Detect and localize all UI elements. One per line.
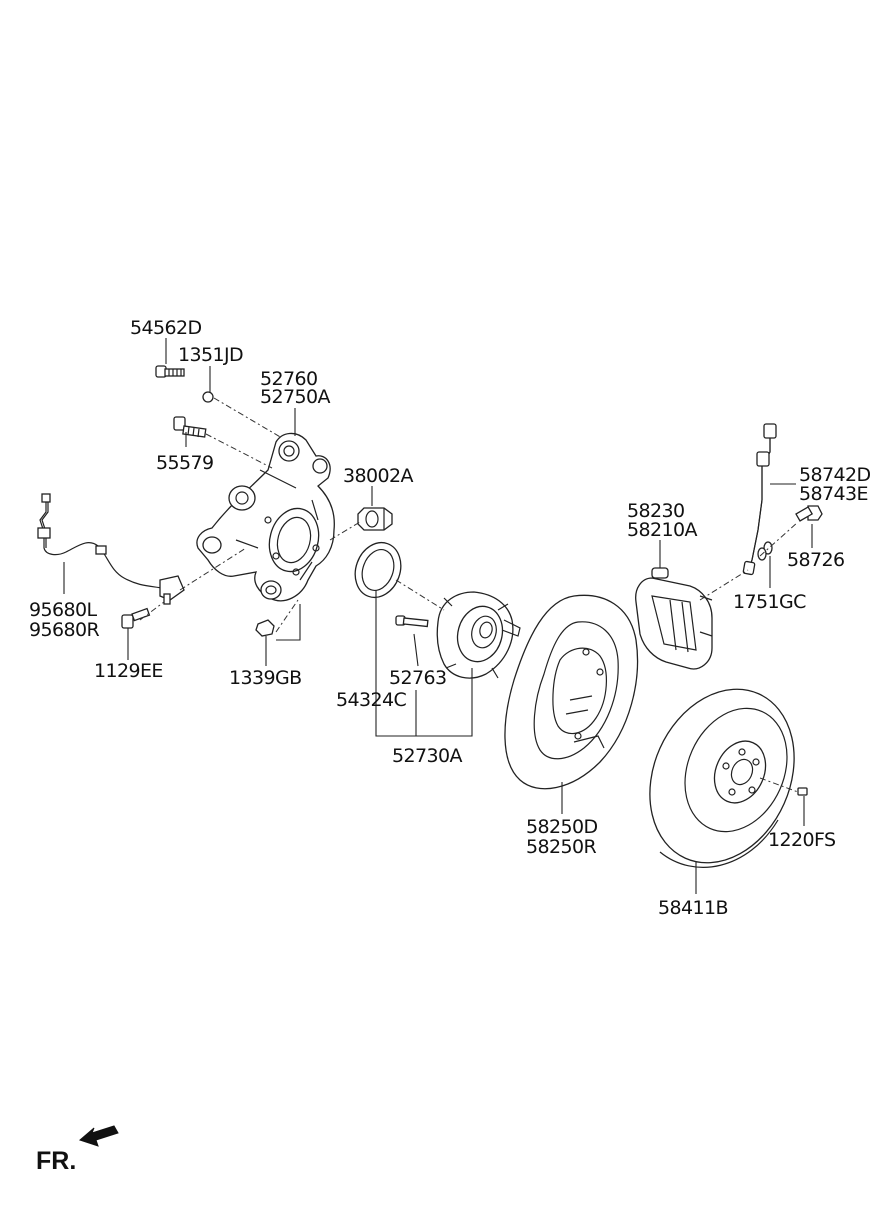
- label-52763[interactable]: 52763: [389, 667, 447, 689]
- bolt-54562d-drawing: [155, 365, 185, 378]
- label-95680l[interactable]: 95680L: [29, 599, 98, 621]
- nut-1339gb-drawing: [255, 619, 275, 637]
- caliper-58210a-drawing: [635, 567, 713, 670]
- bushing-38002a-drawing: [357, 507, 393, 531]
- leader-lines: [63, 338, 813, 894]
- label-58411b[interactable]: 58411B: [658, 897, 728, 919]
- label-1351jd[interactable]: 1351JD: [178, 344, 244, 366]
- screw-1220fs-drawing: [797, 787, 808, 796]
- label-95680r[interactable]: 95680R: [29, 619, 100, 641]
- front-arrow-icon: [79, 1125, 119, 1147]
- label-38002a[interactable]: 38002A: [343, 465, 414, 487]
- front-direction-marker: FR.: [36, 1125, 119, 1175]
- bolt-1129ee-drawing: [121, 607, 151, 629]
- backing-plate-58250d-drawing: [504, 594, 639, 790]
- label-58250d[interactable]: 58250D: [526, 816, 598, 838]
- bolt-55579-drawing: [173, 416, 207, 438]
- label-58726[interactable]: 58726: [787, 549, 845, 571]
- bolt-58726-drawing: [795, 505, 823, 522]
- label-1129ee[interactable]: 1129EE: [94, 660, 163, 682]
- brake-hose-58742d-drawing: [742, 423, 777, 576]
- part-number-labels: 54562D 1351JD 52760 52750A 55579 38002A …: [29, 317, 871, 919]
- label-1751gc[interactable]: 1751GC: [733, 591, 807, 613]
- label-54324c[interactable]: 54324C: [336, 689, 407, 711]
- front-label: FR.: [36, 1147, 76, 1175]
- hub-bolt-52763-drawing: [395, 615, 429, 628]
- label-58230[interactable]: 58230: [627, 500, 685, 522]
- knuckle-52750a-drawing: [196, 432, 335, 602]
- label-58743e[interactable]: 58743E: [799, 483, 868, 505]
- label-52760[interactable]: 52760: [260, 368, 318, 390]
- assembly-dashed-lines: [139, 397, 799, 793]
- washer-1351jd-drawing: [202, 391, 214, 403]
- brake-disc-58411b-drawing: [649, 688, 795, 868]
- label-55579[interactable]: 55579: [156, 452, 214, 474]
- label-54562d[interactable]: 54562D: [130, 317, 202, 339]
- label-1220fs[interactable]: 1220FS: [768, 829, 836, 851]
- label-52730a[interactable]: 52730A: [392, 745, 463, 767]
- label-58250r[interactable]: 58250R: [526, 836, 597, 858]
- hub-assembly-52730a-drawing: [436, 591, 521, 679]
- label-58210a[interactable]: 58210A: [627, 519, 698, 541]
- label-52750a[interactable]: 52750A: [260, 386, 331, 408]
- wheel-speed-sensor-95680l-drawing: [37, 493, 185, 605]
- label-1339gb[interactable]: 1339GB: [229, 667, 302, 689]
- label-58742d[interactable]: 58742D: [799, 464, 871, 486]
- seal-ring-54324c-drawing: [354, 541, 402, 599]
